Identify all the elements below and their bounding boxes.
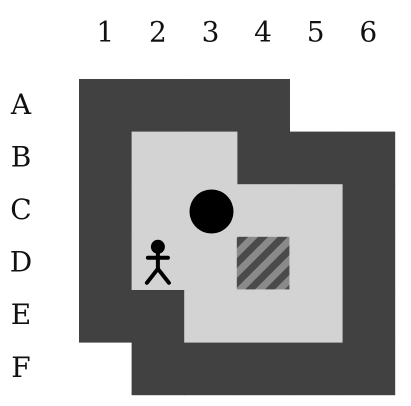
wall-cell-A1	[79, 79, 133, 133]
wall-cell-B1	[79, 131, 133, 185]
wall-cell-F5	[289, 342, 343, 396]
wall-cell-E2	[131, 289, 185, 343]
wall-cell-D6	[342, 236, 396, 290]
floor-cell-C2	[131, 184, 185, 238]
floor-cell-B3	[184, 131, 238, 185]
floor-cell-E4	[236, 289, 290, 343]
floor-cell-E5	[289, 289, 343, 343]
floor-cell-C5	[289, 184, 343, 238]
column-label-3: 3	[202, 16, 220, 49]
wall-cell-A4	[236, 79, 290, 133]
stick-figure-icon	[144, 239, 171, 285]
wall-cell-E6	[342, 289, 396, 343]
game-pieces	[144, 189, 290, 290]
wall-cell-C1	[79, 184, 133, 238]
wall-cell-F6	[342, 342, 396, 396]
row-label-F: F	[11, 351, 30, 384]
wall-cell-A2	[131, 79, 185, 133]
striped-target-icon	[236, 236, 290, 290]
floor-cell-D3	[184, 236, 238, 290]
floor-cell-E3	[184, 289, 238, 343]
row-label-D: D	[10, 246, 32, 279]
column-label-5: 5	[307, 16, 325, 49]
column-label-4: 4	[254, 16, 272, 49]
column-label-2: 2	[149, 16, 167, 49]
row-label-A: A	[10, 88, 32, 121]
wall-cell-A3	[184, 79, 238, 133]
wall-cell-B5	[289, 131, 343, 185]
wall-cell-E1	[79, 289, 133, 343]
wall-cell-C6	[342, 184, 396, 238]
floor-cell-C4	[236, 184, 290, 238]
row-label-C: C	[10, 193, 31, 226]
wall-cell-D1	[79, 236, 133, 290]
column-labels: 1 2 3 4 5 6	[96, 16, 377, 49]
row-label-E: E	[11, 298, 31, 331]
grid-cells	[79, 79, 396, 396]
boulder-icon	[189, 189, 234, 234]
floor-cell-D5	[289, 236, 343, 290]
wall-cell-F2	[131, 342, 185, 396]
row-label-B: B	[11, 140, 32, 173]
wall-cell-B6	[342, 131, 396, 185]
wall-cell-B4	[236, 131, 290, 185]
column-label-6: 6	[359, 16, 377, 49]
column-label-1: 1	[96, 16, 114, 49]
wall-cell-F4	[236, 342, 290, 396]
wall-cell-F3	[184, 342, 238, 396]
floor-cell-B2	[131, 131, 185, 185]
